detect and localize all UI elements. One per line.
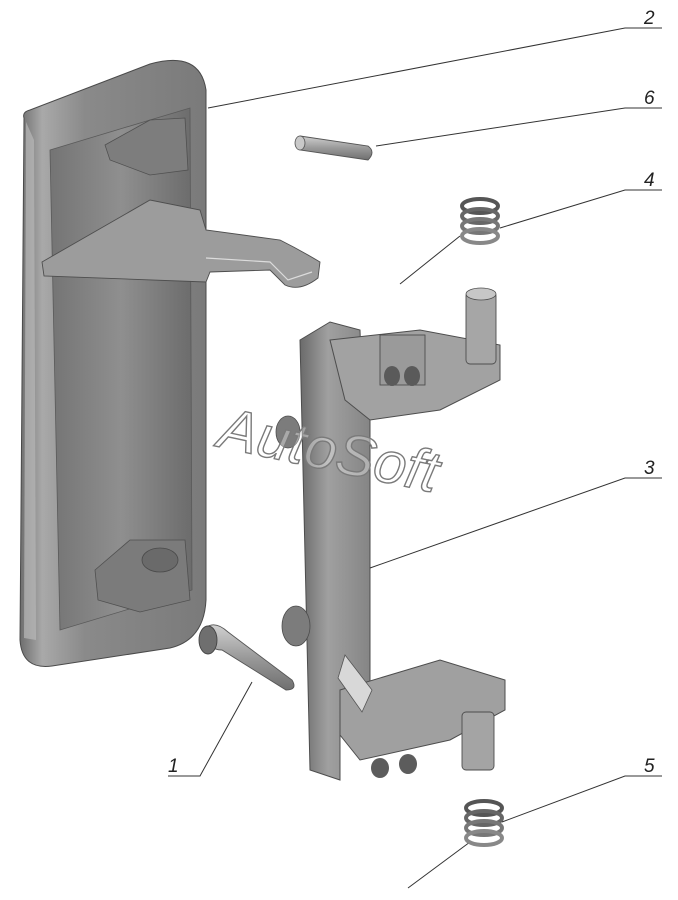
part-2-handle [19,59,321,667]
part-6-pin [294,135,373,161]
leader-lines [168,27,662,823]
part-1-stopper [198,624,295,691]
callout-6: 6 [644,88,655,109]
part-5-spring [407,799,504,889]
callout-3: 3 [644,458,655,479]
callout-5: 5 [644,756,655,777]
part-4-spring [399,197,500,285]
callout-4: 4 [644,170,655,191]
callout-2: 2 [643,8,655,29]
callout-1: 1 [168,756,179,777]
part-3-bracket [275,287,506,781]
